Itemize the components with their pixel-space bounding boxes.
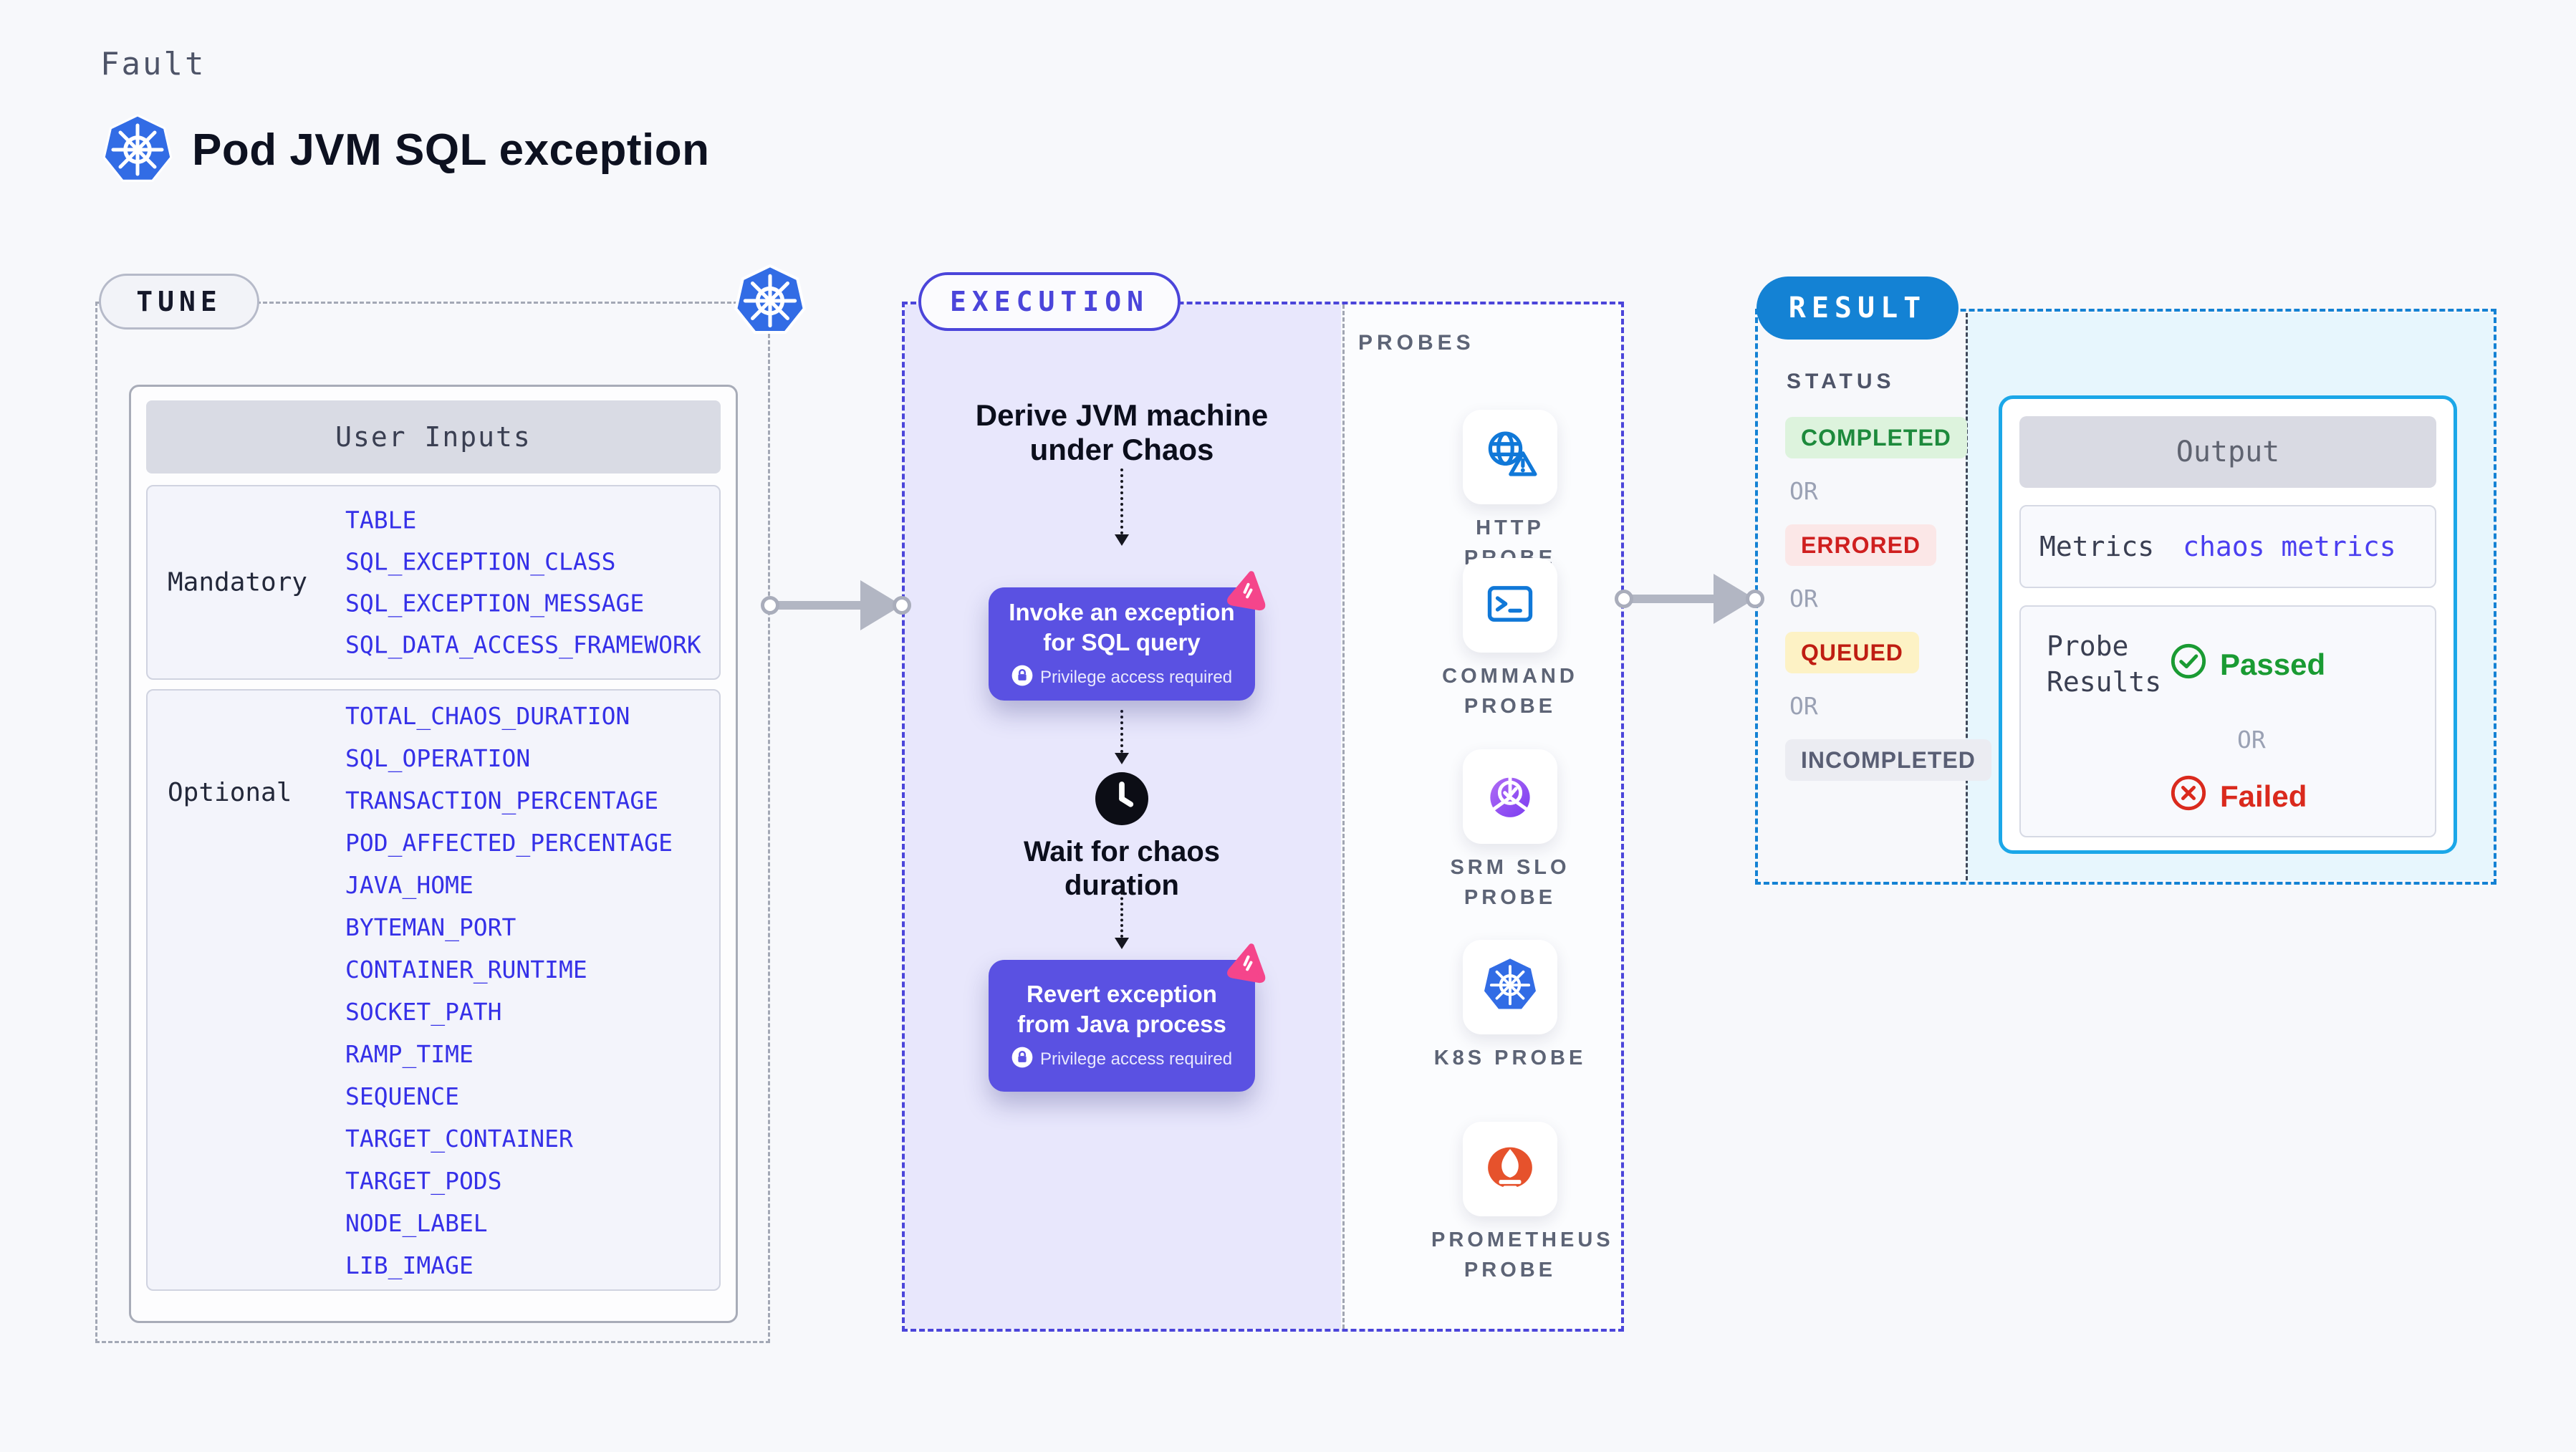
result-badge: RESULT [1756,277,1959,340]
metrics-row: Metrics chaos metrics [2019,505,2436,588]
status-badge-errored: ERRORED [1785,524,1937,566]
lock-icon [1011,1047,1033,1073]
input-item: LIB_IMAGE [345,1251,474,1279]
input-item: TABLE [345,506,417,534]
failed-label: Failed [2220,779,2307,813]
metrics-label: Metrics [2039,531,2155,562]
mandatory-inputs-group: Mandatory TABLE SQL_EXCEPTION_CLASS SQL_… [146,485,721,680]
probe-results-row: Probe Results Passed OR [2019,605,2436,837]
input-item: RAMP_TIME [345,1040,474,1068]
input-item: JAVA_HOME [345,871,474,899]
revert-exception-step: Revert exception from Java process Privi… [989,943,1266,1092]
output-card: Output Metrics chaos metrics Probe Resul… [1999,395,2457,854]
litmus-chaos-icon [1227,569,1269,611]
derive-step-label: Derive JVM machine under Chaos [975,398,1269,466]
connector-node [1746,590,1764,608]
execution-to-result-arrow [1624,574,1755,624]
privilege-note: Privilege access required [1011,665,1232,691]
status-badge-queued: QUEUED [1785,632,1919,673]
status-badge-completed: COMPLETED [1785,417,1967,458]
lock-icon [1011,665,1033,691]
clock-icon [1095,772,1148,825]
passed-label: Passed [2220,648,2326,681]
input-item: SQL_EXCEPTION_MESSAGE [345,589,645,617]
probe-passed-row: Passed [2170,643,2325,687]
prometheus-probe-card [1463,1122,1557,1216]
privilege-note: Privilege access required [1011,1047,1232,1073]
invoke-exception-label: Invoke an exception for SQL query [1009,598,1235,655]
or-separator: OR [1789,692,1818,720]
tune-panel [95,302,770,1343]
mandatory-item-list: TABLE SQL_EXCEPTION_CLASS SQL_EXCEPTION_… [345,505,701,660]
command-probe-card [1463,558,1557,653]
flow-down-arrow [1115,710,1129,764]
input-item: CONTAINER_RUNTIME [345,956,587,984]
status-list: COMPLETED OR ERRORED OR QUEUED OR INCOMP… [1785,417,1991,781]
fault-kicker: Fault [100,46,206,82]
user-inputs-title: User Inputs [146,400,721,473]
status-badge-incompleted: INCOMPLETED [1785,739,1991,781]
input-item: SOCKET_PATH [345,998,502,1026]
execution-probes-divider [1342,304,1345,1329]
tune-badge: TUNE [99,274,259,330]
page-title: Pod JVM SQL exception [192,125,710,175]
input-item: TARGET_PODS [345,1167,502,1195]
probe-results-label: Probe Results [2047,630,2162,698]
litmus-chaos-icon [1227,941,1269,984]
probe-label: SRM SLO PROBE [1450,856,1570,909]
input-item: SQL_OPERATION [345,744,531,772]
kubernetes-logo-icon [102,113,173,188]
input-item: SEQUENCE [345,1082,459,1110]
mandatory-label: Mandatory [168,567,308,597]
status-title: STATUS [1787,370,1895,393]
srm-slo-probe-icon [1482,767,1538,827]
srm-slo-probe-card [1463,749,1557,844]
input-item: SQL_DATA_ACCESS_FRAMEWORK [345,630,701,659]
input-item: POD_AFFECTED_PERCENTAGE [345,829,673,857]
revert-exception-label: Revert exception from Java process [1017,980,1226,1037]
output-title: Output [2019,416,2436,488]
kubernetes-logo-icon [734,264,807,340]
privilege-note-text: Privilege access required [1039,1049,1233,1069]
command-probe-icon [1483,577,1537,635]
metrics-value: chaos metrics [2183,531,2396,562]
optional-item-list: TOTAL_CHAOS_DURATION SQL_OPERATION TRANS… [345,701,673,1281]
k8s-probe-card [1463,940,1557,1034]
connector-node [761,596,779,615]
or-separator: OR [1789,585,1818,612]
input-item: TARGET_CONTAINER [345,1125,573,1153]
input-item: NODE_LABEL [345,1209,488,1237]
tune-to-execution-arrow [770,580,902,630]
flow-down-arrow [1115,468,1129,546]
http-probe-icon [1482,428,1538,487]
input-item: SQL_EXCEPTION_CLASS [345,547,616,576]
http-probe-card [1463,410,1557,504]
execution-badge: EXECUTION [918,272,1181,331]
input-item: BYTEMAN_PORT [345,913,516,941]
k8s-probe-icon [1482,957,1538,1018]
x-circle-icon [2170,774,2207,819]
connector-node [1615,590,1633,608]
or-separator: OR [2237,726,2266,754]
optional-label: Optional [168,778,292,807]
probe-label: PROMETHEUS PROBE [1431,1229,1614,1282]
privilege-note-text: Privilege access required [1039,668,1233,687]
optional-inputs-group: Optional TOTAL_CHAOS_DURATION SQL_OPERAT… [146,689,721,1291]
invoke-exception-step: Invoke an exception for SQL query Privil… [989,571,1266,701]
probe-failed-row: Failed [2170,774,2307,819]
probes-title: PROBES [1358,331,1475,355]
input-item: TOTAL_CHAOS_DURATION [345,702,630,730]
connector-node [893,596,911,615]
flow-down-arrow [1115,892,1129,949]
input-item: TRANSACTION_PERCENTAGE [345,787,659,814]
probe-label: K8S PROBE [1433,1047,1587,1069]
prometheus-probe-icon [1482,1140,1538,1199]
or-separator: OR [1789,477,1818,505]
check-circle-icon [2170,643,2207,687]
probe-label: COMMAND PROBE [1442,665,1578,718]
